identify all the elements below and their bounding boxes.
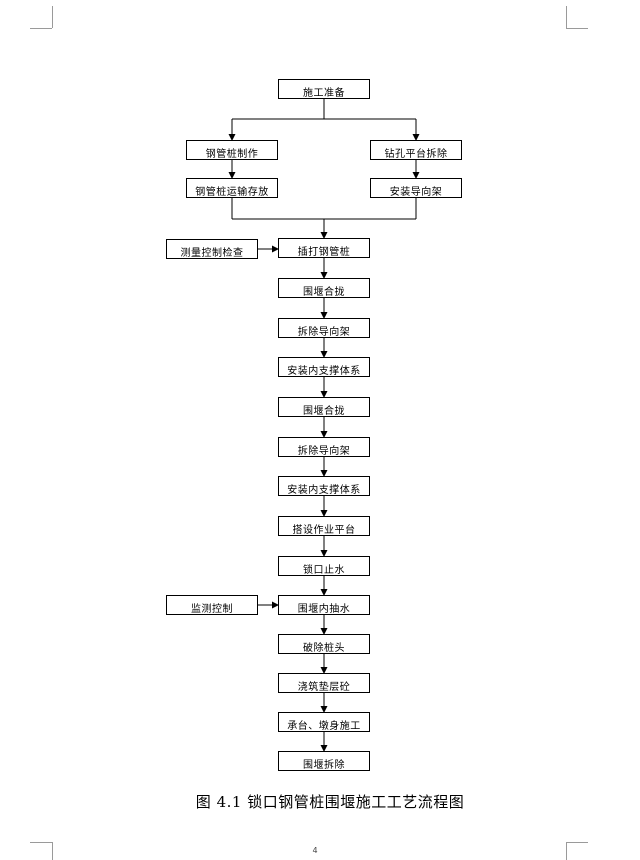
- node-survey-check: 测量控制检查: [166, 239, 258, 259]
- node-label: 测量控制检查: [180, 248, 244, 259]
- node-cap-pier: 承台、墩身施工: [278, 712, 370, 732]
- node-label: 围堰拆除: [303, 760, 345, 771]
- node-label: 钢管桩运输存放: [195, 187, 269, 198]
- crop-mark-top-left-h: [30, 28, 52, 29]
- node-label: 插打钢管桩: [297, 247, 351, 258]
- node-bracing-2: 安装内支撑体系: [278, 476, 370, 496]
- node-label: 搭设作业平台: [292, 525, 356, 536]
- figure-caption: 图 4.1 锁口钢管桩围堰施工工艺流程图: [195, 793, 465, 811]
- node-work-platform: 搭设作业平台: [278, 516, 370, 536]
- crop-mark-top-right-h: [566, 28, 588, 29]
- crop-mark-top-right-v: [566, 6, 567, 28]
- page-number: 4: [312, 846, 318, 855]
- node-label: 围堰合拢: [303, 287, 345, 298]
- node-guide-removal-2: 拆除导向架: [278, 437, 370, 457]
- node-pile-driving: 插打钢管桩: [278, 238, 370, 258]
- node-closure-1: 围堰合拢: [278, 278, 370, 298]
- node-construction-prep: 施工准备: [278, 79, 370, 99]
- node-label: 钻孔平台拆除: [384, 149, 448, 160]
- node-cushion-pour: 浇筑垫层砼: [278, 673, 370, 693]
- node-label: 监测控制: [191, 604, 233, 615]
- node-label: 安装内支撑体系: [287, 485, 361, 496]
- node-guide-removal-1: 拆除导向架: [278, 318, 370, 338]
- node-pile-head-removal: 破除桩头: [278, 634, 370, 654]
- node-pile-fabrication: 钢管桩制作: [186, 140, 278, 160]
- crop-mark-top-left-v: [52, 6, 53, 28]
- node-cofferdam-removal: 围堰拆除: [278, 751, 370, 771]
- node-label: 钢管桩制作: [205, 149, 259, 160]
- node-lock-seal: 锁口止水: [278, 556, 370, 576]
- node-label: 围堰内抽水: [297, 604, 351, 615]
- node-dewatering: 围堰内抽水: [278, 595, 370, 615]
- crop-mark-bottom-right-v: [566, 842, 567, 860]
- node-pile-transport: 钢管桩运输存放: [186, 178, 278, 198]
- node-platform-removal: 钻孔平台拆除: [370, 140, 462, 160]
- node-label: 浇筑垫层砼: [297, 682, 351, 693]
- crop-mark-bottom-left-h: [30, 842, 52, 843]
- node-label: 破除桩头: [303, 643, 345, 654]
- crop-mark-bottom-right-h: [566, 842, 588, 843]
- node-bracing-1: 安装内支撑体系: [278, 357, 370, 377]
- node-label: 锁口止水: [303, 565, 345, 576]
- node-monitoring: 监测控制: [166, 595, 258, 615]
- node-closure-2: 围堰合拢: [278, 397, 370, 417]
- node-label: 拆除导向架: [297, 327, 351, 338]
- crop-mark-bottom-left-v: [52, 842, 53, 860]
- node-label: 承台、墩身施工: [287, 721, 361, 732]
- node-label: 拆除导向架: [297, 446, 351, 457]
- node-label: 安装内支撑体系: [287, 366, 361, 377]
- node-label: 围堰合拢: [303, 406, 345, 417]
- node-label: 施工准备: [303, 88, 345, 99]
- node-guide-install: 安装导向架: [370, 178, 462, 198]
- node-label: 安装导向架: [389, 187, 443, 198]
